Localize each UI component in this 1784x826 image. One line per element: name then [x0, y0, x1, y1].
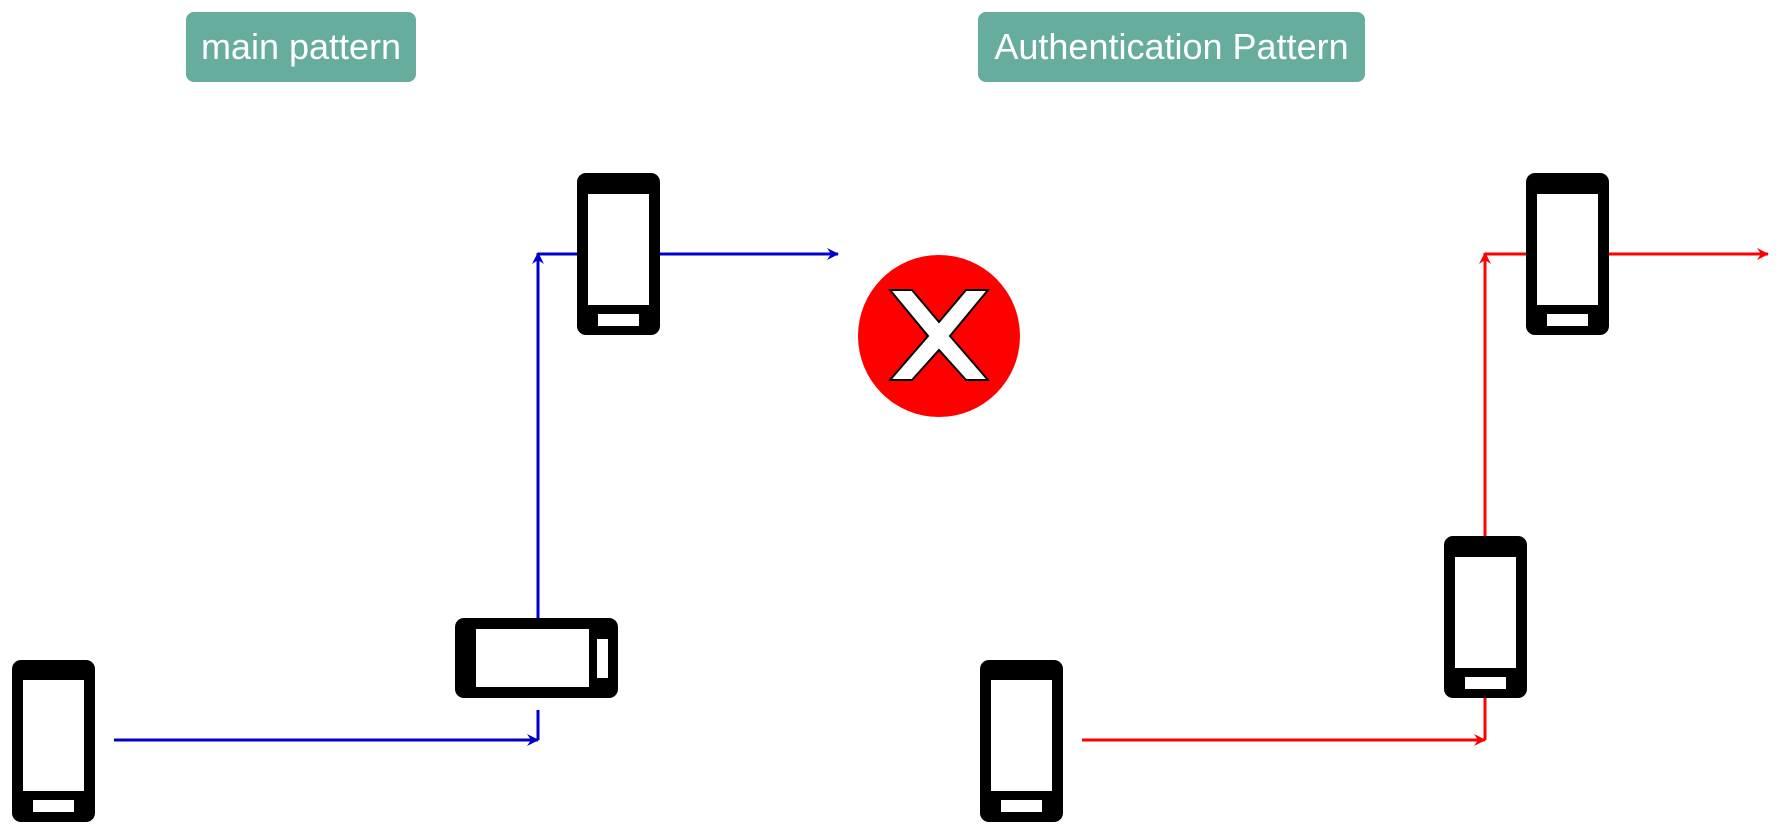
- mobile-phone-landscape-icon: [455, 618, 618, 698]
- authentication-pattern-label: Authentication Pattern: [978, 12, 1365, 82]
- main-pattern-label: main pattern: [186, 12, 416, 82]
- mobile-phone-icon: [1444, 536, 1527, 698]
- main-pattern-group: [12, 173, 839, 822]
- mobile-phone-icon: [12, 660, 95, 822]
- error-x-icon: [858, 255, 1020, 417]
- authentication-pattern-group: [980, 173, 1769, 822]
- mobile-phone-icon: [1526, 173, 1609, 335]
- mobile-phone-icon: [980, 660, 1063, 822]
- mobile-phone-icon: [577, 173, 660, 335]
